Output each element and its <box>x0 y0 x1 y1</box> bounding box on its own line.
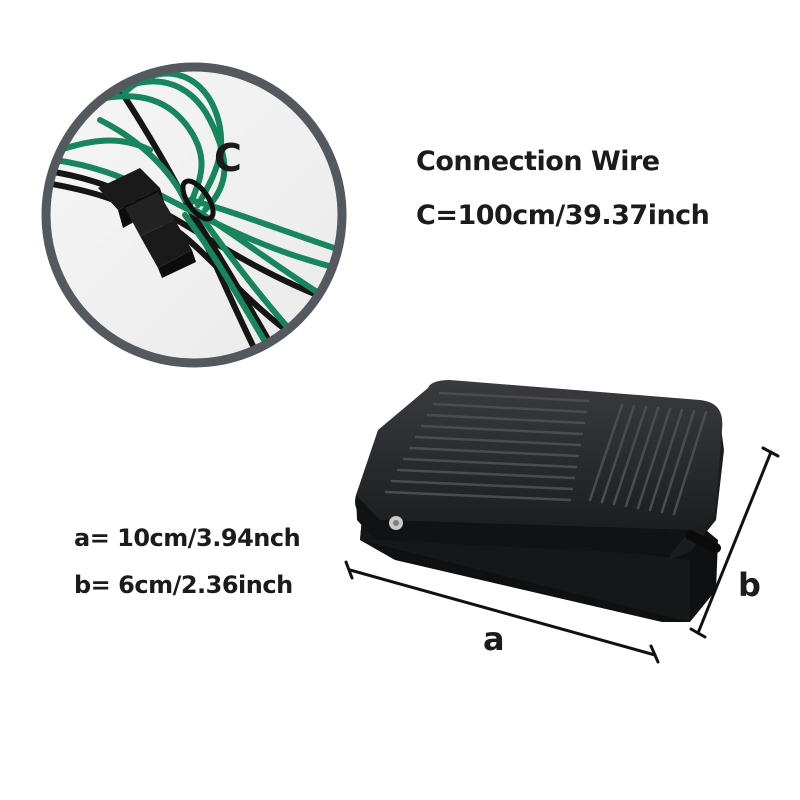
dimension-arrow-a <box>344 560 660 664</box>
dimension-letter-a: a <box>483 620 505 658</box>
wire-length-spec: C=100cm/39.37inch <box>416 200 710 231</box>
connection-wire-label: Connection Wire <box>416 146 660 177</box>
dimension-b-spec: b= 6cm/2.36inch <box>74 571 293 599</box>
connector-plug <box>98 168 196 278</box>
connection-wire-image <box>46 70 342 363</box>
dimension-arrow-b <box>689 446 780 639</box>
wire-letter-c: C <box>214 136 242 180</box>
wire-detail-circle <box>41 62 347 368</box>
foot-pedal-image <box>355 380 724 622</box>
dimension-letter-b: b <box>738 566 761 604</box>
dimension-a-spec: a= 10cm/3.94nch <box>74 524 301 552</box>
